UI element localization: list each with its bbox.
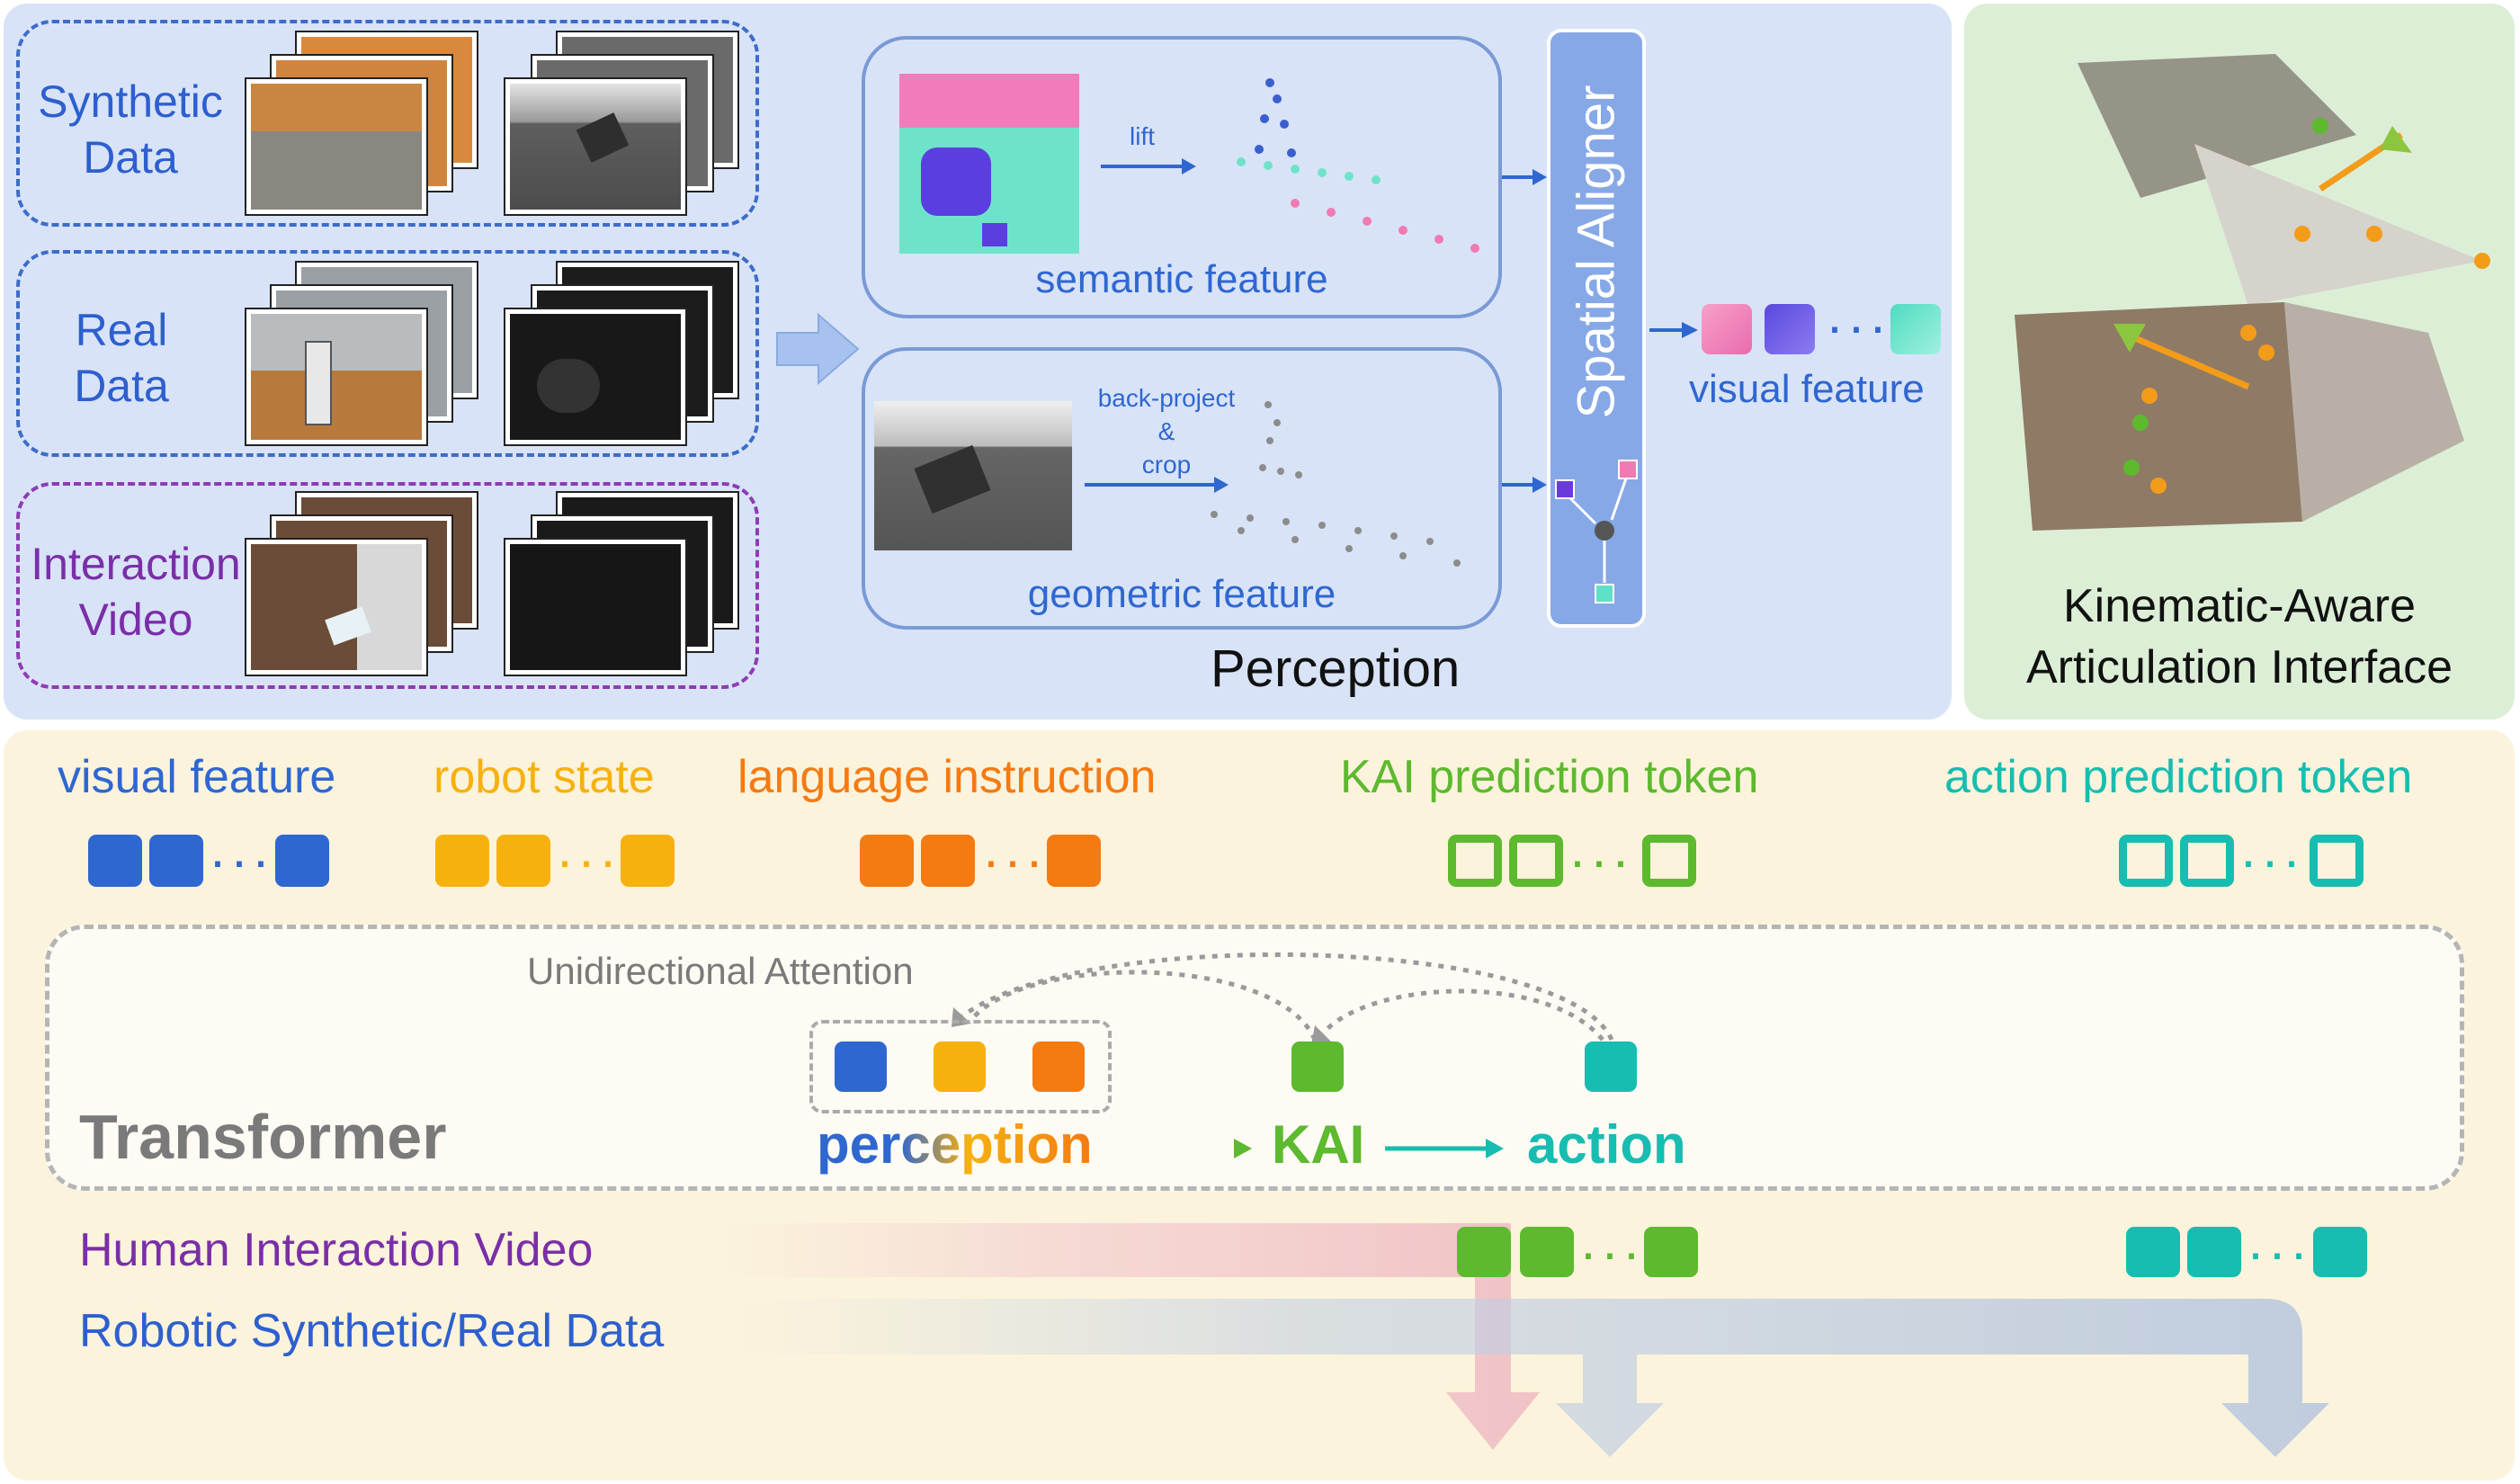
robot-state-token	[621, 835, 675, 887]
visual-token	[88, 835, 142, 887]
semantic-feature-label: semantic feature	[1035, 257, 1328, 301]
synthetic-rgb-frame-front	[246, 79, 426, 214]
human-kai-token	[1457, 1227, 1511, 1277]
geometric-pointcloud	[1211, 401, 1461, 567]
human-kai-token	[1644, 1227, 1698, 1277]
back-project-label: back-project & crop	[1097, 384, 1236, 478]
language-token	[921, 835, 975, 887]
visual-feature-token-purple	[1765, 304, 1815, 354]
semantic-feature-map	[899, 74, 1079, 254]
human-action-token	[2313, 1227, 2367, 1277]
video-depth-frame-front	[505, 540, 685, 675]
flow-perception-label: perception	[817, 1114, 1093, 1175]
back-project-arrow	[1085, 477, 1229, 493]
perception-visual-token	[835, 1041, 887, 1092]
semantic-to-aligner-arrow	[1502, 169, 1547, 185]
geometric-feature-box	[862, 347, 1502, 630]
geometric-depth-map	[874, 401, 1072, 550]
human-kai-token-ellipsis: ···	[1579, 1222, 1644, 1283]
transformer-box	[45, 925, 2464, 1191]
robot-arm-shape	[305, 341, 332, 425]
perception-robot-token	[934, 1041, 986, 1092]
kai-single-token	[1291, 1041, 1344, 1092]
action-token	[2180, 835, 2234, 887]
perception-to-kai-arrow	[1106, 1139, 1252, 1158]
robotic-data-label: Robotic Synthetic/Real Data	[79, 1305, 665, 1357]
lift-label: lift	[1130, 122, 1155, 150]
kai-token	[1448, 835, 1502, 887]
visual-feature-token-teal	[1890, 304, 1941, 354]
visual-feature-token-pink	[1702, 304, 1752, 354]
legend-visual-feature-label: visual feature	[58, 751, 336, 803]
semantic-blob-small-shape	[982, 223, 1007, 246]
real-data-box	[16, 250, 759, 457]
aligner-output-arrow	[1649, 322, 1698, 338]
flow-action-label: action	[1527, 1114, 1686, 1175]
unidirectional-attention-label: Unidirectional Attention	[527, 950, 914, 992]
robot-state-token	[435, 835, 489, 887]
language-token	[1047, 835, 1101, 887]
kai-token	[1642, 835, 1696, 887]
real-rgb-frame-front	[246, 309, 426, 444]
kai-token	[1509, 835, 1563, 887]
legend-language-instruction-label: language instruction	[737, 751, 1157, 803]
legend-kai-token-label: KAI prediction token	[1340, 751, 1759, 803]
semantic-feature-box	[862, 36, 1502, 318]
visual-token	[275, 835, 329, 887]
human-kai-token	[1520, 1227, 1574, 1277]
kai-to-action-arrow	[1385, 1139, 1504, 1158]
depth-silhouette-shape	[537, 359, 600, 413]
legend-action-token-label: action prediction token	[1944, 751, 2413, 803]
interaction-video-box	[16, 482, 759, 689]
transformer-title: Transformer	[79, 1102, 447, 1172]
human-action-token-ellipsis: ···	[2247, 1222, 2311, 1283]
kai-drawer-pointcloud	[2015, 54, 2490, 531]
real-depth-frame-front	[505, 309, 685, 444]
synthetic-data-box	[16, 20, 759, 227]
visual-feature-output-label: visual feature	[1689, 367, 1925, 411]
human-action-token	[2126, 1227, 2180, 1277]
action-single-token	[1585, 1041, 1637, 1092]
perception-language-token	[1032, 1041, 1085, 1092]
semantic-pointcloud	[1237, 78, 1479, 253]
language-token	[860, 835, 914, 887]
synthetic-depth-frame-front	[505, 79, 685, 214]
action-token	[2119, 835, 2173, 887]
legend-robot-state-label: robot state	[433, 751, 655, 803]
geometric-feature-label: geometric feature	[1027, 572, 1336, 616]
lift-arrow	[1101, 158, 1196, 174]
perception-title: Perception	[1211, 639, 1461, 698]
semantic-blob-shape	[921, 148, 991, 216]
robot-state-token	[496, 835, 550, 887]
geometric-to-aligner-arrow	[1502, 477, 1547, 493]
flow-kai-label: KAI	[1272, 1114, 1365, 1175]
visual-token	[149, 835, 203, 887]
perception-token-group	[809, 1020, 1112, 1113]
aligner-fusion-glyph	[1555, 460, 1638, 603]
action-token	[2310, 835, 2364, 887]
video-rgb-frame-front	[246, 540, 426, 675]
input-to-perception-arrow	[776, 312, 860, 386]
human-interaction-video-label: Human Interaction Video	[79, 1224, 594, 1276]
human-action-token	[2187, 1227, 2241, 1277]
